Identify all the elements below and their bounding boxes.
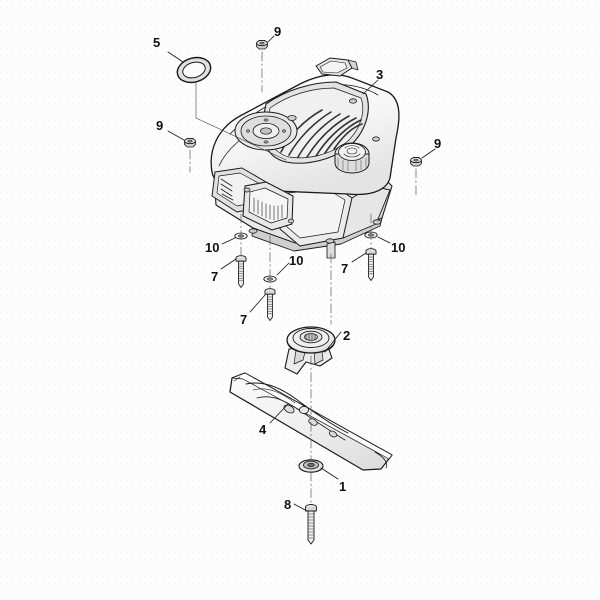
hex-bolt-right-art <box>365 248 377 281</box>
callout-label-10-right: 10 <box>391 240 406 255</box>
callout-label-5: 5 <box>153 35 161 50</box>
callout-label-7-center: 7 <box>240 312 248 327</box>
callout-label-7-right: 7 <box>341 261 349 276</box>
callout-label-7-left: 7 <box>211 269 219 284</box>
blade-washer-art <box>298 459 324 473</box>
callout-label-10-center: 10 <box>289 253 304 268</box>
callout-label-8: 8 <box>284 497 292 512</box>
callout-label-2: 2 <box>343 328 351 343</box>
hex-bolt-center-art <box>264 288 276 321</box>
callout-label-3: 3 <box>376 67 384 82</box>
cutting-blade-art <box>229 372 393 471</box>
hex-bolt-left-art <box>235 255 247 288</box>
callout-label-9-left: 9 <box>156 118 164 133</box>
callout-label-9-right: 9 <box>434 136 442 151</box>
hex-nut-right-art <box>410 156 422 167</box>
oval-gasket-ring-art <box>176 56 212 84</box>
callout-label-4: 4 <box>259 422 267 437</box>
engine-assembly-art <box>210 57 400 259</box>
callout-label-1: 1 <box>339 479 347 494</box>
callout-label-9-top: 9 <box>274 24 282 39</box>
hex-nut-left-art <box>184 137 196 148</box>
blade-bolt-art <box>305 504 317 545</box>
callout-label-10-left: 10 <box>205 240 220 255</box>
blade-adapter-hub-art <box>284 326 336 375</box>
hex-nut-top-art <box>256 39 268 50</box>
